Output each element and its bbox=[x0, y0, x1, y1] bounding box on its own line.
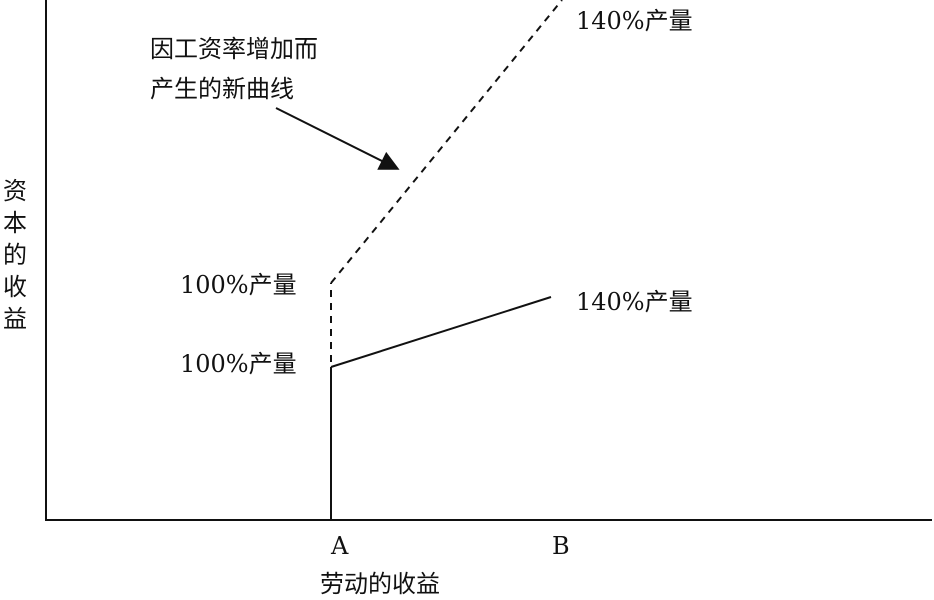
solid-bottom-label: 100%产量 bbox=[180, 350, 297, 378]
annotation-arrow bbox=[275, 107, 400, 170]
dashed-new-curve bbox=[330, 0, 563, 284]
x-tick-a: A bbox=[331, 532, 349, 560]
solid-top-label: 140%产量 bbox=[576, 288, 693, 316]
x-axis-label: 劳动的收益 bbox=[320, 570, 440, 598]
annotation-line-1: 因工资率增加而 bbox=[150, 35, 318, 63]
annotation-line-2: 产生的新曲线 bbox=[150, 75, 294, 103]
solid-curve bbox=[330, 296, 552, 368]
dashed-bottom-label: 100%产量 bbox=[180, 271, 297, 299]
x-tick-b: B bbox=[552, 532, 570, 560]
y-axis-label: 资本的收益 bbox=[3, 177, 27, 333]
dashed-top-label: 140%产量 bbox=[576, 7, 693, 35]
